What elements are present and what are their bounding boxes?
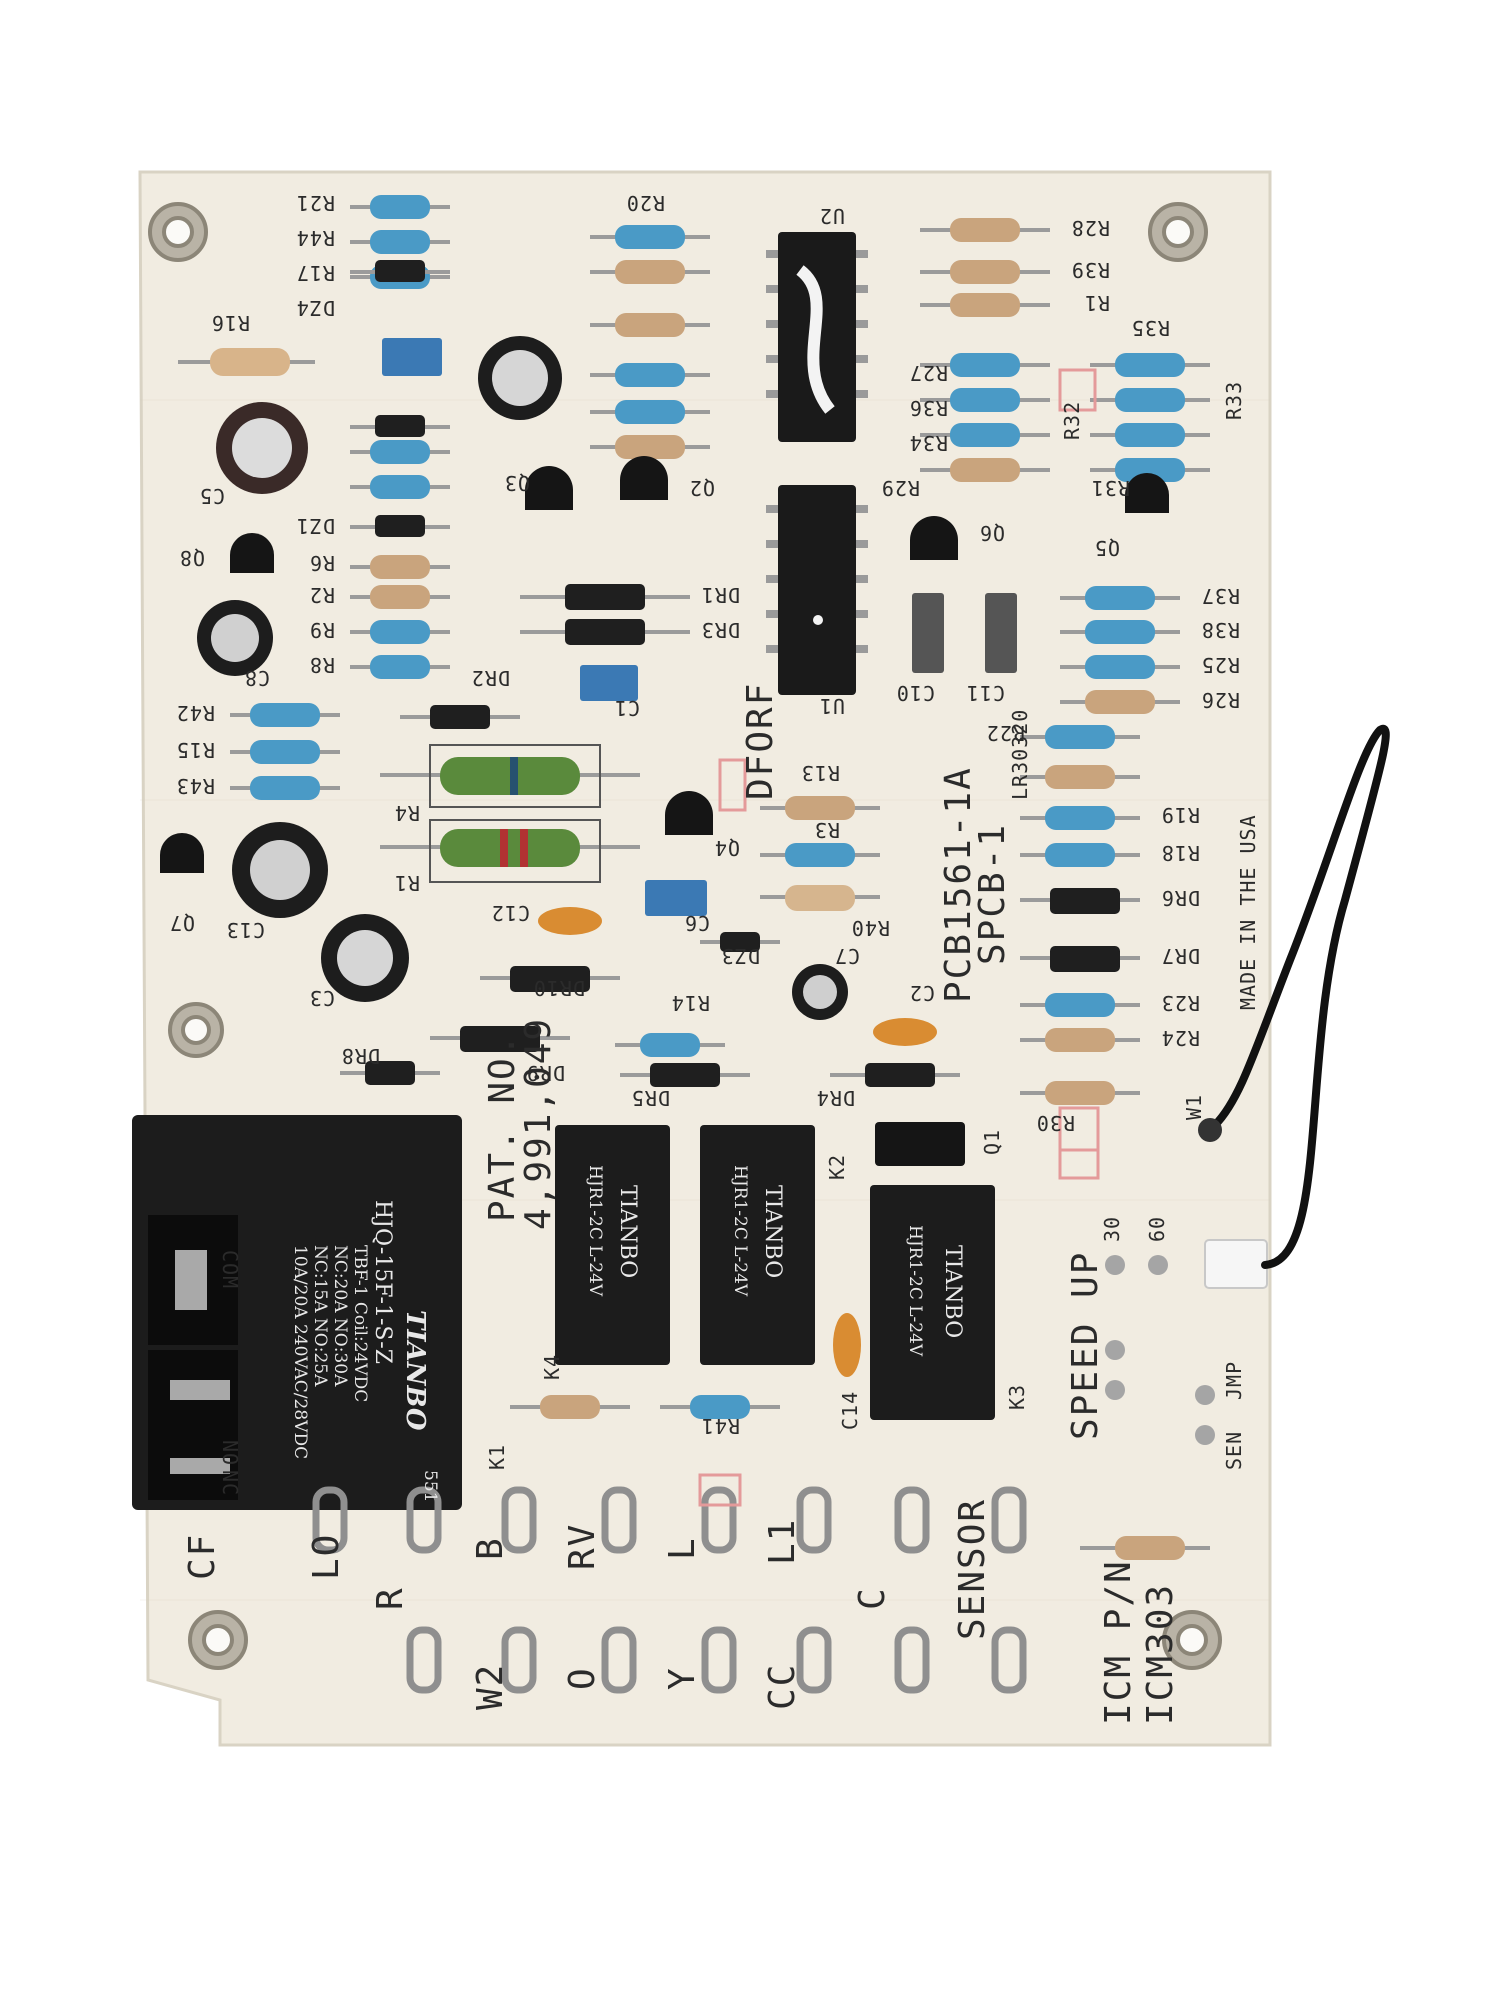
diode-bodies xyxy=(365,260,1120,1087)
k4-brand: TIANBO xyxy=(615,1185,640,1279)
k1-brand: TIANBO xyxy=(400,1310,430,1431)
power-resistors xyxy=(380,744,640,883)
k1-model: HJQ-15F-1-S-Z xyxy=(370,1200,395,1365)
small-relays xyxy=(555,1125,995,1420)
jumper-pins xyxy=(1105,1255,1215,1445)
k3-brand: TIANBO xyxy=(940,1245,965,1339)
k1-spec-3: NC:15A NO:25A xyxy=(310,1245,330,1387)
k2-model: HJR1-2C L-24V xyxy=(730,1165,750,1297)
quick-connect-terminals xyxy=(312,1486,1027,1694)
sensor-wire xyxy=(1198,724,1390,1289)
transistors xyxy=(160,456,1169,1166)
k1-code: 551 xyxy=(420,1470,440,1503)
k1-spec-4: 10A/20A 240VAC/28VDC xyxy=(290,1245,310,1460)
k4-model: HJR1-2C L-24V xyxy=(585,1165,605,1297)
k2-brand: TIANBO xyxy=(760,1185,785,1279)
red-stamps xyxy=(698,368,1100,1507)
ic-u1 xyxy=(778,485,856,695)
film-caps xyxy=(382,338,1017,1377)
electrolytic-caps xyxy=(197,336,848,1020)
resistor-bodies xyxy=(210,195,1185,1560)
ic-u2 xyxy=(778,232,856,442)
k3-ref: K3 xyxy=(1005,1383,1029,1410)
mounting-holes xyxy=(148,202,1222,1670)
k2-ref: K2 xyxy=(825,1153,849,1180)
k4-ref: K4 xyxy=(540,1353,564,1380)
k1-spec-1: TBF-1 Coil:24VDC xyxy=(350,1245,370,1403)
relay-k1-body xyxy=(132,1115,462,1510)
k1-spec-2: NC:20A NO:30A xyxy=(330,1245,350,1387)
k3-model: HJR1-2C L-24V xyxy=(905,1225,925,1357)
